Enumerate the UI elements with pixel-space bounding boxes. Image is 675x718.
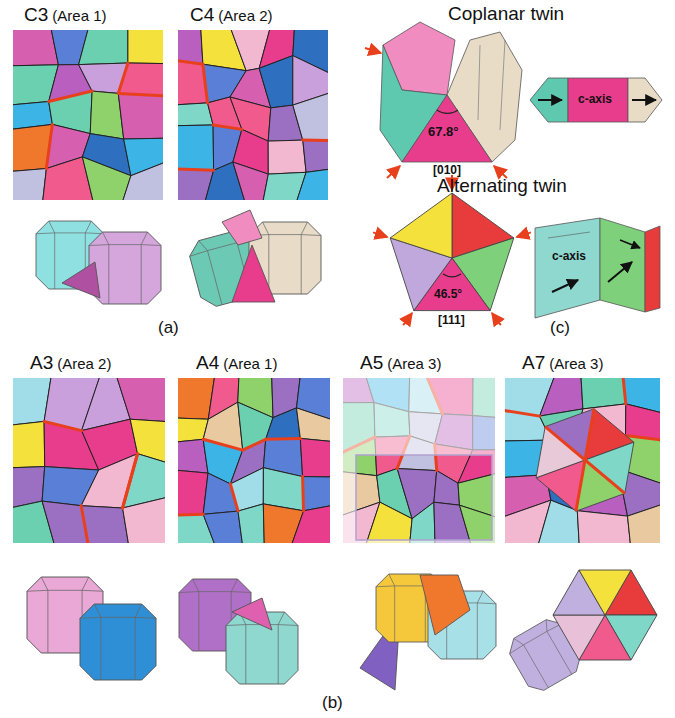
label-group: 67.8°: [428, 125, 459, 140]
label-group: A7(Area 3): [522, 352, 603, 374]
label-group: A3(Area 2): [30, 352, 111, 374]
crystal-face: [420, 575, 470, 635]
label-group: Coplanar twin: [448, 3, 564, 25]
area-note: (Area 2): [57, 355, 111, 372]
figure-label: (a): [158, 318, 179, 338]
label-group: (b): [322, 693, 343, 713]
grain-map: [13, 378, 165, 543]
label-group: c-axis: [578, 93, 612, 107]
figure-label: 46.5°: [434, 288, 462, 302]
label-group: A4(Area 1): [196, 352, 277, 374]
label-group: (c): [550, 318, 570, 338]
area-note: (Area 2): [218, 7, 272, 24]
figure-label: c-axis: [552, 250, 586, 264]
crystal-face: [222, 210, 262, 245]
alternating-twin-prisms: [535, 218, 660, 318]
label-group: C3(Area 1): [24, 4, 106, 26]
figure-label: (b): [322, 693, 343, 713]
alternating-twin-figure: [373, 175, 531, 325]
figure-label: Alternating twin: [437, 175, 567, 197]
figure-label: [111]: [438, 314, 465, 328]
area-note: (Area 1): [223, 355, 277, 372]
figure-label: c-axis: [578, 93, 612, 107]
grain-map: [13, 30, 163, 200]
grain-map: [343, 378, 495, 543]
panel-id: C3: [24, 4, 48, 26]
grain-map: [505, 378, 660, 543]
panel-id: C4: [190, 4, 214, 26]
crystal-face: [232, 598, 272, 630]
label-group: Alternating twin: [437, 175, 567, 197]
panel-id: A7: [522, 352, 545, 374]
area-note: (Area 3): [549, 355, 603, 372]
label-group: 46.5°: [434, 288, 462, 302]
crystal-face: [62, 262, 100, 298]
figure-label: (c): [550, 318, 570, 338]
label-group: A5(Area 3): [360, 352, 441, 374]
area-note: (Area 3): [387, 355, 441, 372]
crystal-prism: [80, 604, 156, 680]
crystal-prism: [89, 232, 161, 304]
coplanar-twin-figure: [365, 22, 662, 178]
panel-id: A3: [30, 352, 53, 374]
label-group: (a): [158, 318, 179, 338]
crystal-face: [232, 245, 275, 302]
crystal-fan: [553, 570, 657, 660]
figure-label: 67.8°: [428, 125, 459, 140]
grain-map: [178, 30, 328, 200]
panel-id: A5: [360, 352, 383, 374]
panel-id: A4: [196, 352, 219, 374]
label-group: [111]: [438, 314, 465, 328]
area-note: (Area 1): [52, 7, 106, 24]
grain-map: [178, 378, 330, 543]
label-group: c-axis: [552, 250, 586, 264]
label-group: C4(Area 2): [190, 4, 272, 26]
figure-label: Coplanar twin: [448, 3, 564, 25]
